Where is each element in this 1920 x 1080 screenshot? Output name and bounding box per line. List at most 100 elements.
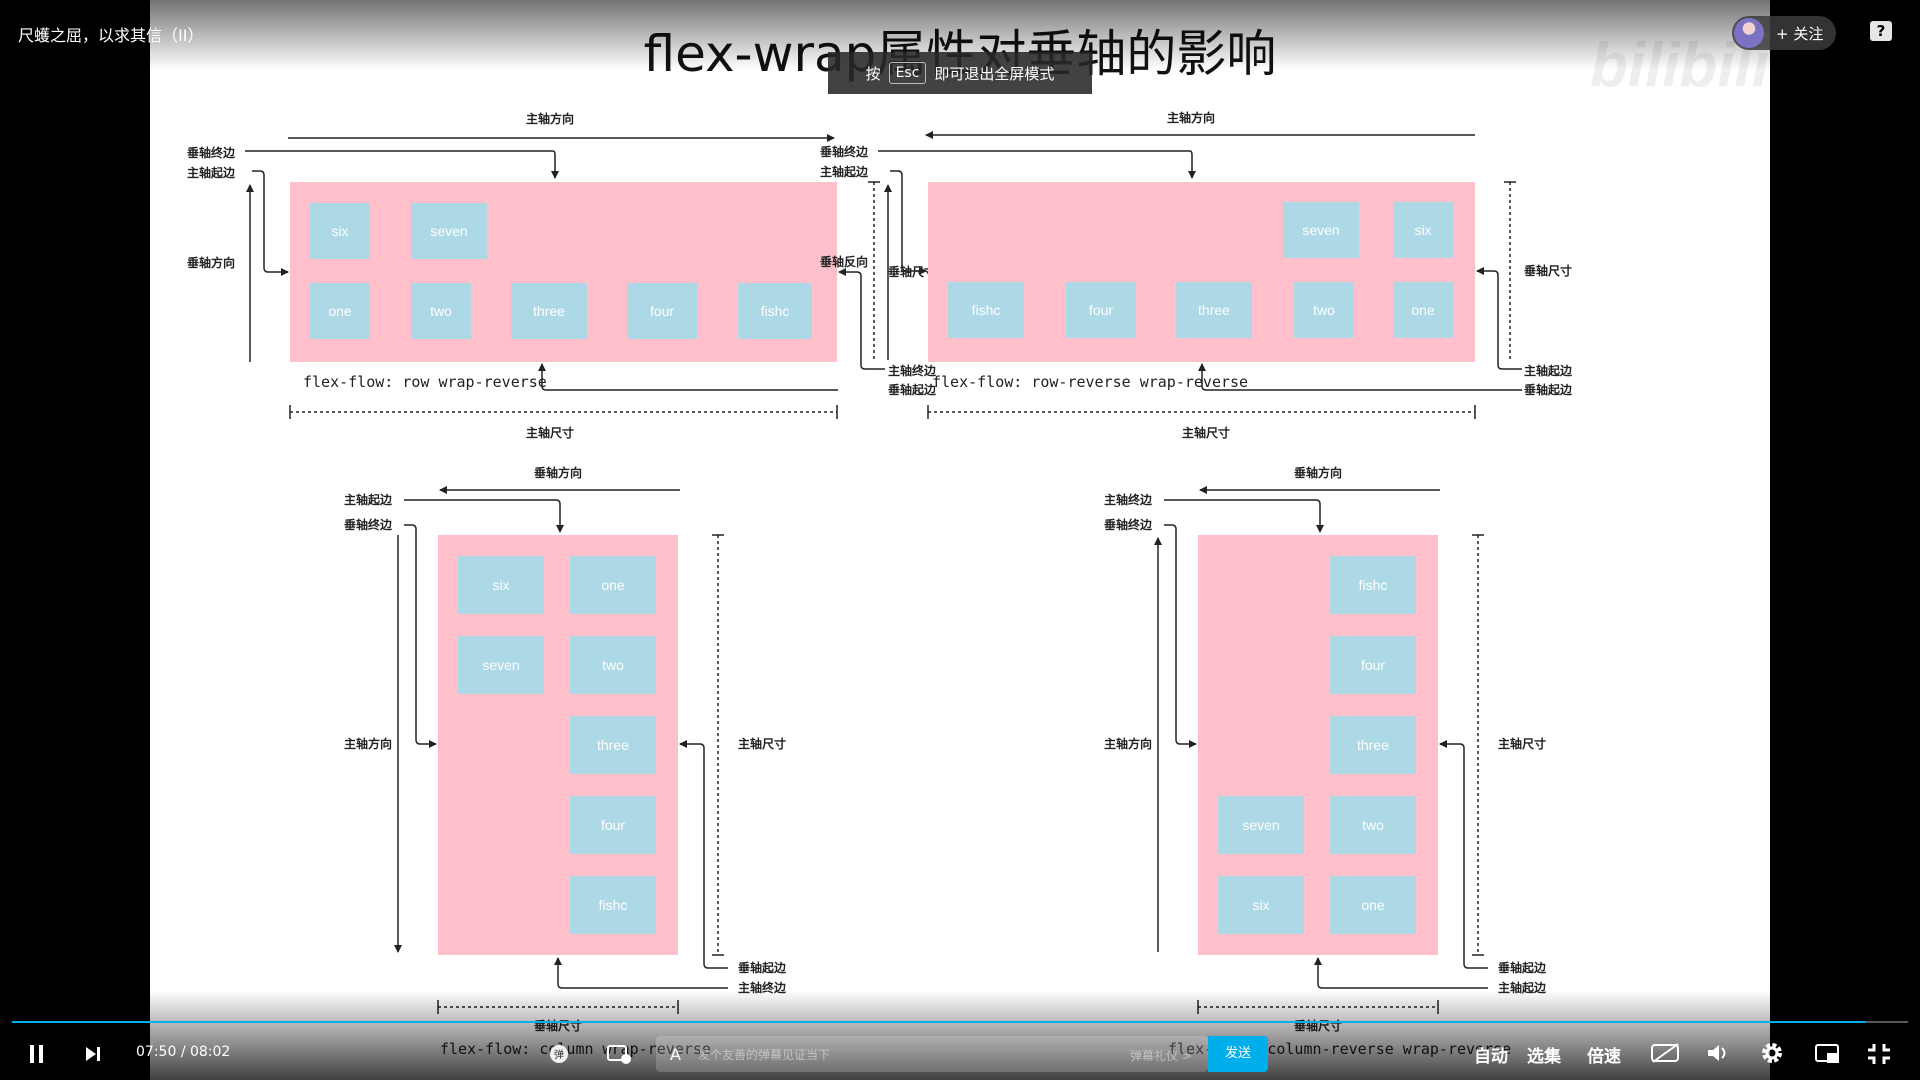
- flex-item-label: one: [328, 303, 352, 319]
- flex-item-label: seven: [1242, 817, 1279, 833]
- picture-in-picture-icon[interactable]: [1814, 1043, 1842, 1065]
- flex-item-label: three: [1357, 737, 1389, 753]
- uploader-avatar[interactable]: [1734, 18, 1764, 48]
- flex-item: [310, 203, 370, 259]
- subtitle-off-icon[interactable]: [1650, 1042, 1682, 1064]
- cross-end-label: 垂轴终边: [1104, 517, 1153, 532]
- main-size-label: 主轴尺寸: [1498, 736, 1546, 751]
- main-start-label: 主轴起边: [820, 164, 869, 179]
- flex-item-label: three: [597, 737, 629, 753]
- flex-item-label: four: [1089, 302, 1113, 318]
- flex-item: [1330, 636, 1416, 694]
- flex-item-label: fishc: [972, 302, 1001, 318]
- flex-item: [627, 283, 697, 339]
- flex-item: [570, 636, 656, 694]
- flex-item: [1283, 202, 1359, 258]
- flex-item: [1176, 282, 1252, 338]
- flex-item-label: two: [602, 657, 624, 673]
- cross-size-label: 垂轴尺寸: [1524, 263, 1572, 278]
- flex-item: [738, 283, 812, 339]
- danmaku-settings-icon[interactable]: [607, 1043, 633, 1065]
- cross-dir-label: 垂轴方向: [534, 465, 582, 480]
- main-start-arrow: [252, 170, 289, 276]
- flex-item-label: four: [650, 303, 674, 319]
- flex-item-label: two: [1362, 817, 1384, 833]
- main-start-arrow: [1314, 957, 1488, 989]
- flex-item-label: three: [1198, 302, 1230, 318]
- cross-start-arrow: [1439, 740, 1488, 969]
- flex-item-label: seven: [1302, 222, 1339, 238]
- progress-bar[interactable]: [12, 1021, 1908, 1023]
- follow-button[interactable]: + 关注: [1776, 25, 1824, 43]
- flex-item: [570, 796, 656, 854]
- flex-item: [310, 283, 370, 339]
- flex-item: [1330, 796, 1416, 854]
- flex-item-label: fishc: [599, 897, 628, 913]
- main-size-label: 主轴尺寸: [1182, 425, 1230, 440]
- flex-item-label: seven: [430, 223, 467, 239]
- flex-item-label: four: [1361, 657, 1385, 673]
- danmaku-input[interactable]: [696, 1044, 1080, 1066]
- volume-icon[interactable]: [1706, 1042, 1730, 1064]
- cross-end-arrow: [245, 150, 559, 179]
- flex-item: [570, 716, 656, 774]
- flex-item-label: six: [492, 577, 509, 593]
- flex-item-label: fishc: [761, 303, 790, 319]
- cross-end-label: 垂轴终边: [820, 144, 869, 159]
- help-icon[interactable]: ?: [1870, 21, 1892, 41]
- cross-end-arrow: [878, 150, 1196, 179]
- flex-item: [570, 876, 656, 934]
- flex-item: [948, 282, 1024, 338]
- flex-item: [1294, 282, 1354, 338]
- flex-item-label: fishc: [1359, 577, 1388, 593]
- flex-item: [1218, 796, 1304, 854]
- flex-item-label: seven: [482, 657, 519, 673]
- main-size-ticks: [712, 534, 724, 956]
- cross-start-label: 垂轴起边: [888, 382, 937, 397]
- main-size-ticks: [927, 405, 1476, 419]
- flex-item: [411, 283, 471, 339]
- cross-end-arrow: [404, 524, 437, 748]
- danmaku-bar: A 弹幕礼仪 >: [656, 1036, 1208, 1072]
- cross-start-label: 垂轴起边: [1498, 960, 1547, 975]
- auto-quality-button[interactable]: 自动: [1474, 1047, 1508, 1067]
- cross-end-arrow: [1164, 524, 1197, 748]
- main-start-arrow: [404, 499, 564, 533]
- flex-item: [1330, 876, 1416, 934]
- main-dir-label: 主轴方向: [526, 111, 574, 126]
- flex-item: [411, 203, 487, 259]
- cross-end-label: 垂轴终边: [187, 145, 236, 160]
- flex-item-label: three: [533, 303, 565, 319]
- main-start-label: 主轴起边: [344, 492, 393, 507]
- progress-fill: [12, 1021, 1867, 1023]
- font-style-icon[interactable]: A: [668, 1045, 686, 1063]
- send-button[interactable]: 发送: [1208, 1036, 1268, 1072]
- flex-item: [511, 283, 587, 339]
- exit-fullscreen-icon[interactable]: [1866, 1042, 1892, 1066]
- next-icon[interactable]: [84, 1045, 102, 1063]
- flex-item: [458, 556, 544, 614]
- settings-gear-icon[interactable]: [1760, 1041, 1784, 1065]
- svg-text:弹: 弹: [554, 1048, 564, 1061]
- speed-button[interactable]: 倍速: [1587, 1047, 1621, 1067]
- flex-item-label: six: [331, 223, 348, 239]
- flex-item-label: one: [1411, 302, 1435, 318]
- time-separator: /: [180, 1044, 186, 1060]
- flex-item: [458, 636, 544, 694]
- flex-item: [1218, 876, 1304, 934]
- cross-start-label: 垂轴起边: [738, 960, 787, 975]
- danmaku-toggle-icon[interactable]: 弹: [549, 1044, 571, 1064]
- cross-end-label: 垂轴终边: [344, 517, 393, 532]
- main-size-ticks: [1472, 534, 1484, 956]
- main-size-label: 主轴尺寸: [526, 425, 574, 440]
- main-start-right-arrow: [1476, 267, 1522, 370]
- main-end-label: 主轴终边: [1104, 492, 1153, 507]
- video-title: 尺蠖之屈，以求其信（II）: [18, 26, 204, 45]
- danmaku-etiquette-link[interactable]: 弹幕礼仪 >: [1130, 1049, 1192, 1063]
- main-end-label: 主轴终边: [888, 363, 937, 378]
- episodes-button[interactable]: 选集: [1527, 1047, 1561, 1067]
- current-time: 07:50: [136, 1044, 177, 1060]
- cross-start-arrow: [679, 740, 728, 969]
- pause-icon[interactable]: [28, 1044, 46, 1064]
